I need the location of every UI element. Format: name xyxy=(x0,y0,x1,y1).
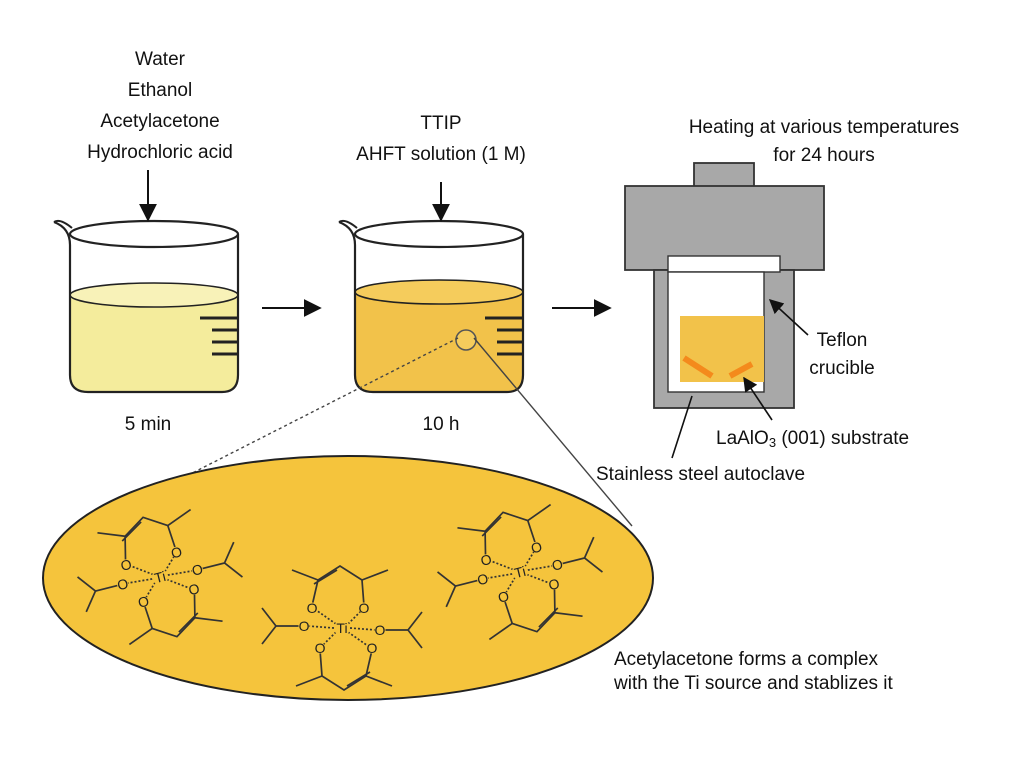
caption-line-2: with the Ti source and stablizes it xyxy=(614,673,893,694)
oxygen-bg xyxy=(191,564,203,576)
magnify-circle xyxy=(455,329,477,351)
teflon-pointer xyxy=(768,299,809,336)
substrate-suffix: (001) substrate xyxy=(776,428,910,449)
oxygen-atom-label: O xyxy=(115,575,130,593)
beaker-1 xyxy=(53,219,240,394)
zoom-line-left xyxy=(154,337,459,493)
beaker-2-inputs: TTIP AHFT solution (1 M) xyxy=(356,108,526,170)
input-hydrochloric-acid: Hydrochloric acid xyxy=(87,142,233,163)
complex-bonds xyxy=(437,503,603,641)
oxygen-atom-label: O xyxy=(315,640,326,656)
oxygen-atom-label: O xyxy=(169,543,184,561)
titanium-bg xyxy=(512,564,528,580)
oxygen-atom-label: O xyxy=(187,580,202,598)
oxygen-bg xyxy=(314,642,326,654)
oxygen-atom-label: O xyxy=(496,588,511,606)
oxygen-bg xyxy=(477,573,489,585)
substrate-prefix: LaAlO xyxy=(716,428,769,449)
substrate-right xyxy=(728,361,754,379)
teflon-line-1: Teflon xyxy=(816,330,868,351)
titanium-atom-label: Ti xyxy=(336,620,347,636)
oxygen-bg xyxy=(480,554,492,566)
caption-line-1: Acetylacetone forms a complex xyxy=(614,649,879,670)
oxygen-bg xyxy=(548,578,560,590)
oxygen-bg xyxy=(531,541,543,553)
heating-line-1: Heating at various temperatures xyxy=(688,117,960,138)
oxygen-bg xyxy=(171,546,183,558)
heating-heading: Heating at various temperatures for 24 h… xyxy=(689,114,959,170)
oxygen-atom-label: O xyxy=(547,575,562,593)
oxygen-atom-label: O xyxy=(136,593,151,611)
beaker-2 xyxy=(338,219,525,394)
oxygen-atom-label: O xyxy=(375,622,386,638)
heating-line-2: for 24 hours xyxy=(773,145,875,166)
input-ethanol: Ethanol xyxy=(127,80,193,101)
oxygen-bg xyxy=(117,578,129,590)
autoclave-label: Stainless steel autoclave xyxy=(596,464,806,485)
titanium-bg xyxy=(334,620,350,636)
beaker-1-inputs: Water Ethanol Acetylacetone Hydrochloric… xyxy=(87,44,233,168)
oxygen-atom-label: O xyxy=(550,556,565,574)
oxygen-bg xyxy=(188,583,200,595)
oxygen-bg xyxy=(366,642,378,654)
substrate-pointer xyxy=(743,376,773,421)
oxygen-atom-label: O xyxy=(475,570,490,588)
titanium-atom-label: Ti xyxy=(513,563,528,581)
beaker-2-graduations xyxy=(485,316,523,356)
oxygen-atom-label: O xyxy=(479,551,494,569)
oxygen-atom-label: O xyxy=(367,640,378,656)
oxygen-atom-label: O xyxy=(299,618,310,634)
oxygen-atom-label: O xyxy=(529,538,544,556)
teflon-line-2: crucible xyxy=(809,358,875,379)
oxygen-bg xyxy=(374,624,386,636)
complex-bonds xyxy=(261,564,423,692)
beaker-2-liquid xyxy=(355,292,523,392)
autoclave xyxy=(624,162,825,409)
oxygen-bg xyxy=(306,602,318,614)
complex-inset xyxy=(42,455,654,701)
teflon-label: Teflon crucible xyxy=(809,327,874,383)
substrate-label: LaAlO3 (001) substrate xyxy=(716,428,909,454)
oxygen-bg xyxy=(497,591,509,603)
oxygen-bg xyxy=(137,596,149,608)
beaker-1-graduations xyxy=(200,316,238,356)
oxygen-bg xyxy=(298,620,310,632)
titanium-atom-label: Ti xyxy=(153,568,168,586)
oxygen-atom-label: O xyxy=(359,600,370,616)
input-ttip: TTIP xyxy=(420,113,462,134)
inset-caption: Acetylacetone forms a complex with the T… xyxy=(614,648,893,696)
substrate-subscript: 3 xyxy=(768,435,777,450)
oxygen-bg xyxy=(358,602,370,614)
beaker-1-liquid xyxy=(70,295,238,392)
input-acetylacetone: Acetylacetone xyxy=(100,111,220,132)
oxygen-bg xyxy=(120,559,132,571)
titanium-bg xyxy=(152,569,168,585)
input-water: Water xyxy=(135,49,185,70)
complex-bonds xyxy=(77,508,243,646)
crucible-solution xyxy=(680,316,764,382)
teflon-cap xyxy=(667,255,781,273)
input-ahft: AHFT solution (1 M) xyxy=(356,144,526,165)
beaker-2-time: 10 h xyxy=(422,414,460,435)
oxygen-bg xyxy=(551,559,563,571)
autoclave-pointer xyxy=(671,395,693,459)
oxygen-atom-label: O xyxy=(190,561,205,579)
substrate-left xyxy=(682,355,714,379)
oxygen-atom-label: O xyxy=(307,600,318,616)
oxygen-atom-label: O xyxy=(119,556,134,574)
zoom-line-right xyxy=(473,337,633,527)
beaker-1-time: 5 min xyxy=(124,414,172,435)
